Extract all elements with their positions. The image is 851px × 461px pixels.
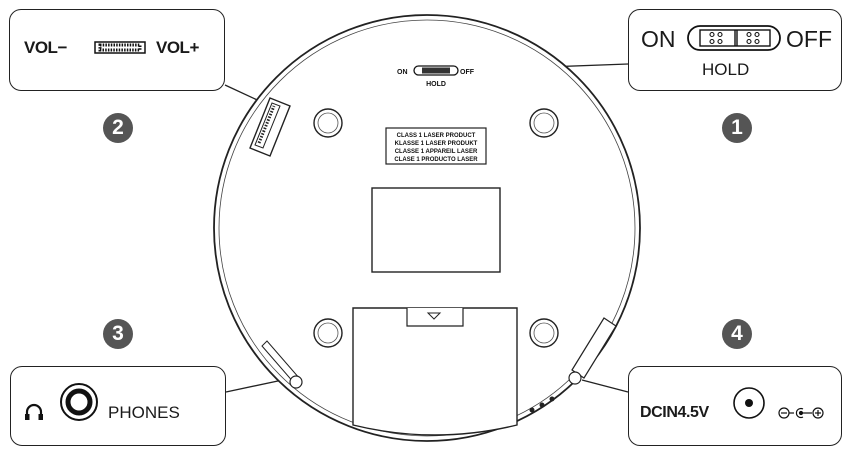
laser-line-2: KLASSE 1 LASER PRODUKT [395,141,478,147]
leader-line-dcin [581,379,629,393]
laser-warning-label [385,127,487,165]
vol-minus-label: VOL− [24,38,67,57]
foot-bottom-left [313,318,343,348]
foot-top-left [313,108,343,138]
badge-3: 3 [103,319,133,349]
hold-off-label: OFF [786,26,832,52]
foot-top-right [529,108,559,138]
hold-switch-device-off: OFF [460,69,475,76]
hold-switch-device-label: HOLD [426,81,446,88]
dcin-jack-device[interactable] [568,317,617,385]
vol-plus-label: VOL+ [156,38,199,57]
phones-jack-device[interactable] [261,340,303,389]
battery-arrow-icon [426,312,442,320]
bottom-edge-dots [529,396,555,413]
label-panel [371,187,501,273]
volume-rocker-device[interactable] [249,97,291,157]
laser-line-3: CLASSE 1 APPAREIL LASER [395,149,478,155]
phones-label: PHONES [108,403,180,422]
hold-label: HOLD [702,60,750,79]
hold-on-label: ON [641,26,676,52]
badge-1: 1 [722,113,752,143]
dcin-label: DCIN4.5V [640,404,709,421]
laser-line-1: CLASS 1 LASER PRODUCT [397,133,476,139]
badge-4: 4 [722,319,752,349]
device-rim [218,19,636,437]
hold-switch-device-on: ON [397,69,408,76]
badge-2: 2 [103,113,133,143]
battery-compartment[interactable] [352,307,518,436]
laser-line-4: CLASE 1 PRODUCTO LASER [394,157,478,163]
phones-callout [10,366,226,446]
hold-switch-device[interactable]: ON OFF HOLD [397,65,475,88]
foot-bottom-right [529,318,559,348]
